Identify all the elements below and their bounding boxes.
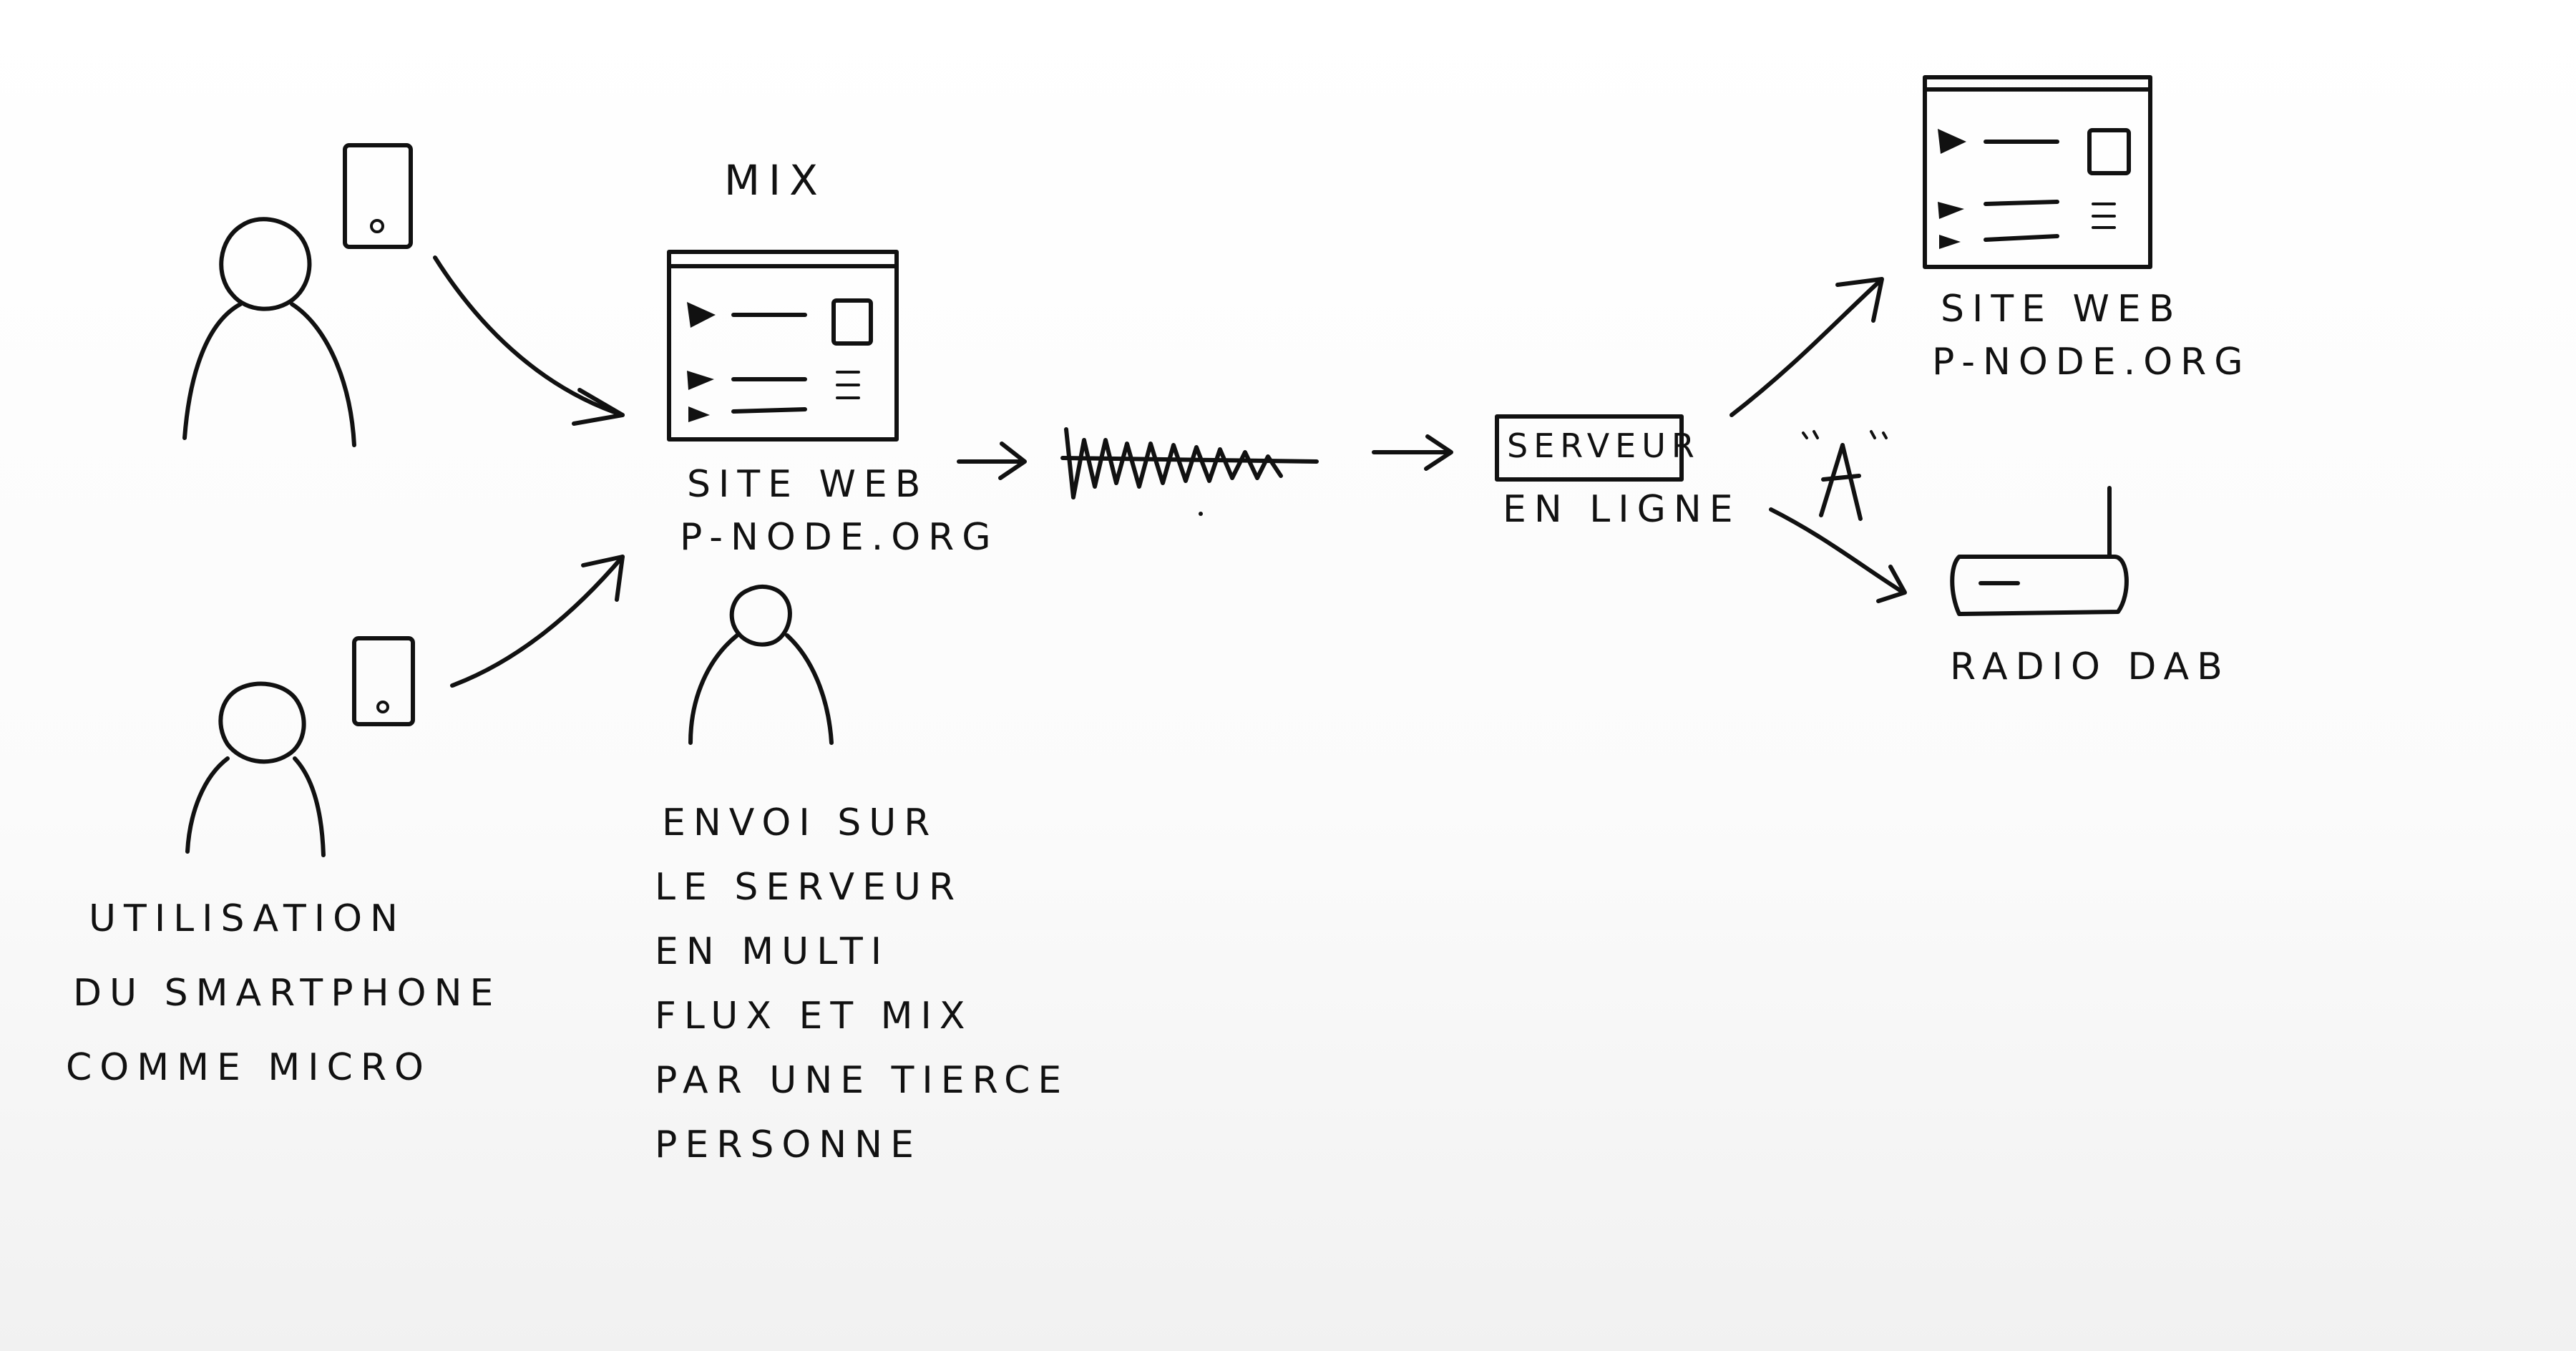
middle-caption-line: EN MULTi — [655, 930, 890, 973]
server-box — [1495, 414, 1684, 482]
dab-radio-icon — [1950, 486, 2129, 616]
mix-website-window — [667, 250, 899, 442]
antenna-icon — [1802, 430, 1888, 521]
arrow — [1729, 277, 1884, 417]
radio-label: RADiO DAB — [1950, 645, 2230, 688]
mix-site-label-line: P-NODE.ORG — [680, 516, 999, 559]
output-site-label-line: SiTE WEB — [1941, 288, 2182, 331]
person-icon — [688, 585, 834, 745]
middle-caption-line: PERSONNE — [655, 1123, 922, 1166]
middle-caption-line: FLUX ET MiX — [655, 995, 973, 1038]
smartphone-icon — [343, 143, 413, 249]
arrow — [433, 255, 625, 426]
arrow — [450, 555, 625, 688]
arrow — [957, 442, 1027, 480]
middle-caption: ENVOi SUR LE SERVEUR EN MULTi FLUX ET Mi… — [655, 791, 1069, 1177]
person-icon — [182, 217, 356, 447]
left-caption: UTiLiSATiON DU SMARTPHONE COMME MiCRO — [66, 882, 501, 1105]
middle-caption-line: LE SERVEUR — [655, 866, 963, 909]
server-sub-label: EN LiGNE — [1503, 488, 1741, 531]
output-site-label: SiTE WEB P-NODE.ORG — [1932, 283, 2251, 389]
smartphone-icon — [352, 636, 415, 726]
output-site-label-line: P-NODE.ORG — [1932, 341, 2251, 384]
output-website-window — [1923, 75, 2152, 269]
server-box-label: SERVEUR — [1507, 426, 1700, 465]
left-caption-line: UTiLiSATiON — [89, 897, 406, 940]
person-icon — [185, 681, 326, 857]
left-caption-line: COMME MiCRO — [66, 1046, 431, 1089]
mix-site-label-line: SiTE WEB — [687, 463, 929, 506]
arrow — [1769, 507, 1907, 603]
left-caption-line: DU SMARTPHONE — [73, 972, 502, 1015]
arrow — [1372, 434, 1453, 471]
mix-site-label: SiTE WEB P-NODE.ORG — [680, 458, 999, 564]
middle-caption-line: ENVOi SUR — [662, 801, 938, 844]
middle-caption-line: PAR UNE TiERCE — [655, 1059, 1070, 1102]
audio-stream-waveform — [1060, 427, 1319, 516]
mix-title: Mix — [724, 156, 826, 205]
